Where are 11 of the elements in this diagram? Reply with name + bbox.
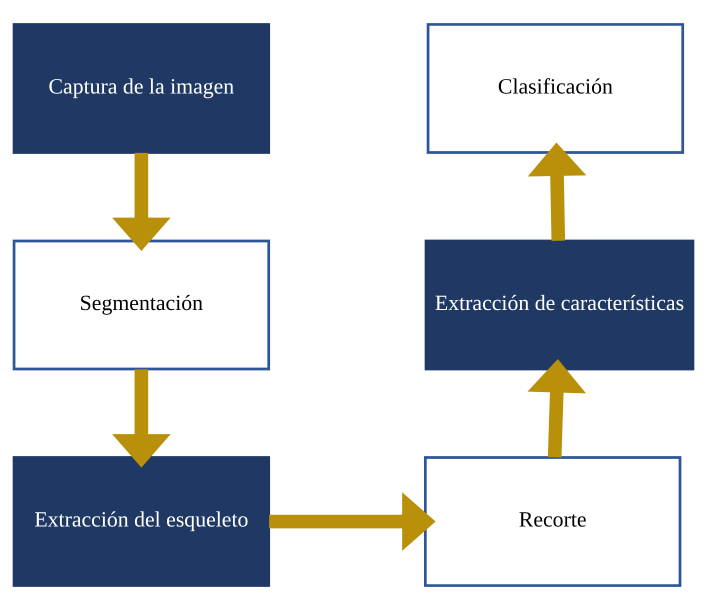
arrow [112,368,171,468]
arrow [527,358,586,457]
node-box: Captura de la imagen [12,22,270,154]
node-box: Clasificación [426,22,684,154]
node-box: Extracción del esqueleto [12,456,270,586]
arrow [528,142,586,240]
node-box: Recorte [424,456,682,586]
arrow [269,492,436,550]
arrow [112,152,171,251]
node-box: Extracción de características [424,239,694,370]
node-box: Segmentación [12,239,270,370]
